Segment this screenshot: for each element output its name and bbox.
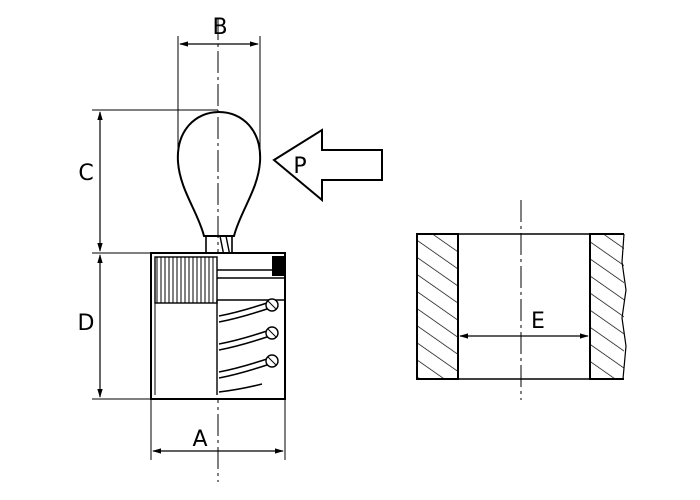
- bore-break-line: [621, 233, 627, 380]
- dim-label-a: A: [192, 427, 207, 452]
- knurled-band: [154, 256, 218, 304]
- dim-label-e: E: [531, 309, 545, 334]
- dimension-a: A: [150, 399, 286, 460]
- bore-wall-left: [416, 233, 459, 380]
- dim-label-d: D: [78, 311, 95, 336]
- bore-wall-right-outline: [589, 233, 624, 380]
- bore-wall-right: [590, 234, 624, 379]
- force-label-p: P: [293, 154, 306, 179]
- spring: [218, 301, 271, 393]
- dimension-c: C: [78, 109, 218, 254]
- dimension-d: D: [78, 254, 151, 400]
- force-arrow-p: P: [272, 128, 383, 203]
- dimension-b: B: [177, 15, 261, 150]
- top-insert: [272, 256, 284, 276]
- knob-handle: [176, 110, 262, 237]
- dim-label-c: C: [78, 161, 93, 186]
- plunger-assembly: [150, 18, 286, 482]
- dim-label-b: B: [212, 15, 227, 40]
- bore-section: E: [416, 200, 627, 400]
